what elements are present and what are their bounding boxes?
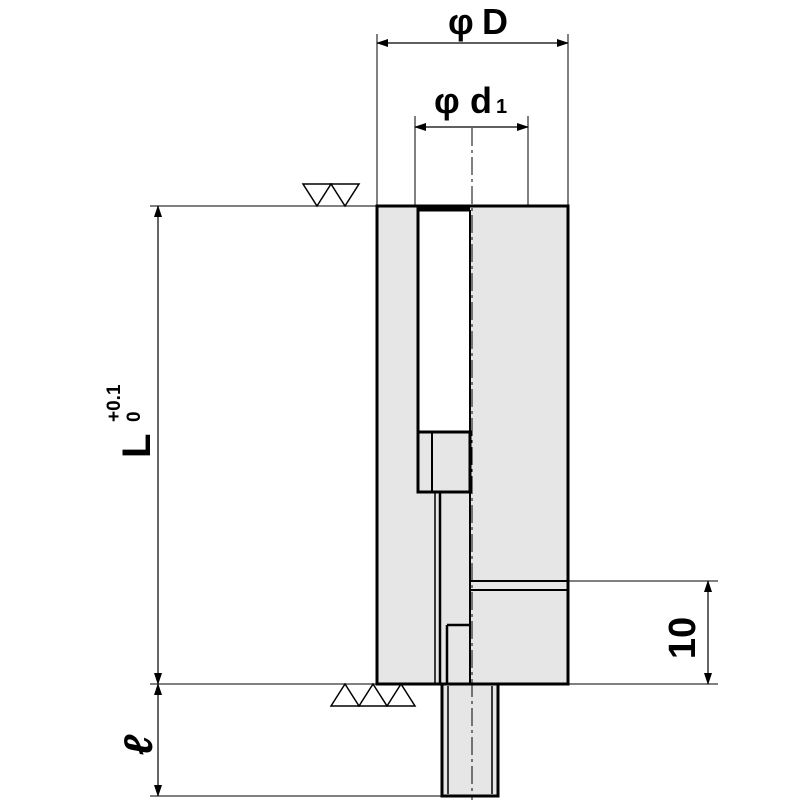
inner-diameter-subscript: 1 xyxy=(496,96,507,118)
nut-block xyxy=(416,430,472,494)
tolerance-upper: +0.1 xyxy=(104,384,125,422)
outer-diameter-symbol: φ xyxy=(448,1,474,42)
inner-bore xyxy=(418,210,470,432)
surface-finish-two-triangles-icon xyxy=(301,183,361,208)
offset-value: 10 xyxy=(662,617,704,659)
dimension-lines xyxy=(154,39,712,797)
tolerance-lower: 0 xyxy=(124,411,145,422)
length-letter: L xyxy=(115,434,159,458)
length-label-group: L +0.1 0 xyxy=(104,384,159,458)
surface-finish-three-triangles-icon xyxy=(329,682,417,707)
inner-diameter-symbol: φ xyxy=(434,80,460,121)
stud-rect xyxy=(440,682,500,798)
extension-lines xyxy=(150,34,718,797)
thread-length-letter: ℓ xyxy=(117,734,161,755)
inner-diameter-letter: d xyxy=(470,80,492,121)
threaded-stud xyxy=(440,682,500,798)
outer-diameter-letter: D xyxy=(482,1,508,42)
